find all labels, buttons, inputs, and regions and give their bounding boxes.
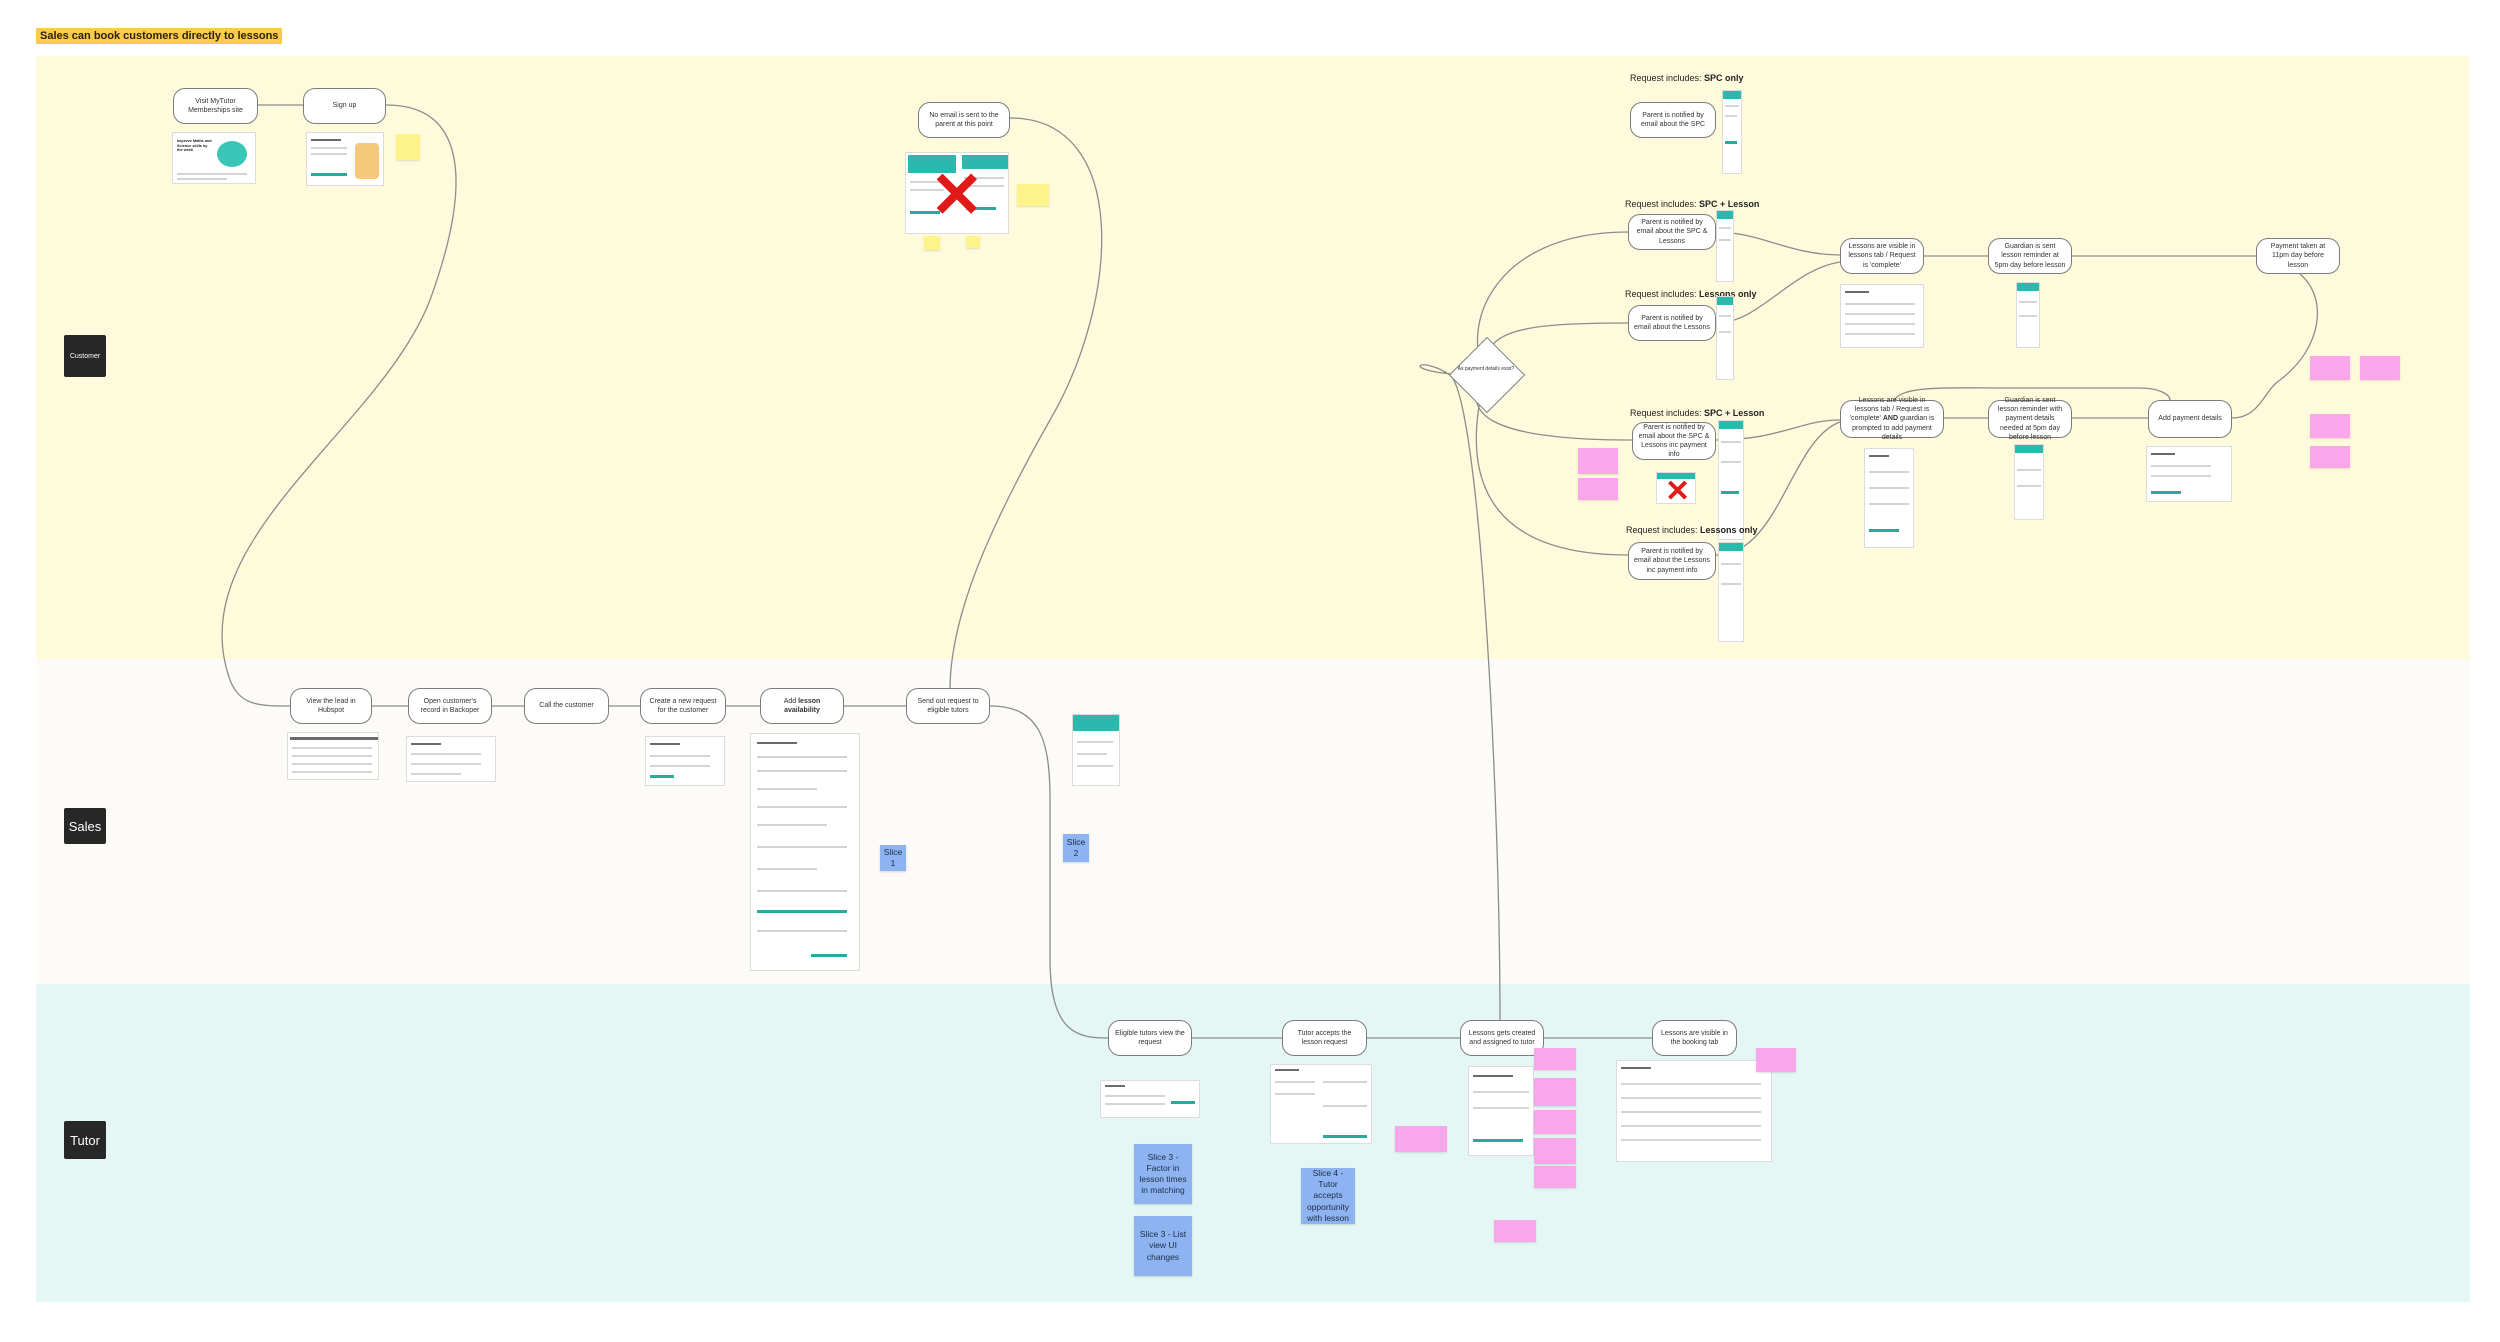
hubspot-screenshot (287, 732, 379, 780)
view-request-node[interactable]: Eligible tutors view the request (1108, 1020, 1192, 1056)
view-lead-node[interactable]: View the lead in Hubspot (290, 688, 372, 724)
payment-reminder-screenshot (2014, 444, 2044, 520)
lessons-visible-prompt-node[interactable]: Lessons are visible in lessons tab / Req… (1840, 397, 1944, 441)
guardian-reminder-node[interactable]: Guardian is sent lesson reminder at 5pm … (1988, 238, 2072, 274)
lessons-created-node[interactable]: Lessons gets created and assigned to tut… (1460, 1020, 1544, 1056)
add-payment-screenshot (2146, 446, 2232, 502)
create-request-screenshot (645, 736, 725, 786)
lane-label-customer: Customer (64, 335, 106, 377)
booking-tab-screenshot (1616, 1060, 1772, 1162)
lessons-note-sticky-1 (1534, 1048, 1576, 1070)
lessons-created-screenshot (1468, 1066, 1534, 1156)
slice-3a-card: Slice 3 - Factor in lesson times in matc… (1134, 1144, 1192, 1204)
request-spc-lesson-label-2: Request includes: SPC + Lesson (1630, 408, 1765, 418)
board-title: Sales can book customers directly to les… (36, 28, 283, 44)
landing-headline: Improve Maths and Science skills by the … (177, 139, 212, 153)
lessons-pay-email-screenshot (1718, 542, 1744, 642)
payment-taken-sticky-3 (2310, 414, 2350, 438)
spc-email-screenshot (1722, 90, 1742, 174)
slice-2-card: Slice 2 (1063, 834, 1089, 862)
guardian-payment-needed-node[interactable]: Guardian is sent lesson reminder with pa… (1988, 397, 2072, 441)
notify-spc-node[interactable]: Parent is notified by email about the SP… (1630, 102, 1716, 138)
reminder-email-screenshot (2016, 282, 2040, 348)
payment-taken-sticky-4 (2310, 446, 2350, 468)
lessons-note-sticky-4 (1534, 1138, 1576, 1164)
lessons-email-screenshot (1716, 296, 1734, 380)
lessons-note-sticky-6 (1494, 1220, 1536, 1242)
call-customer-node[interactable]: Call the customer (524, 688, 609, 724)
signup-note-sticky (396, 134, 420, 160)
notify-lessons-node[interactable]: Parent is notified by email about the Le… (1628, 305, 1716, 341)
payment-decision-text: As payment details exist? (1457, 366, 1515, 372)
payment-taken-sticky-2 (2360, 356, 2400, 380)
lessons-note-sticky-3 (1534, 1110, 1576, 1134)
visit-site-node[interactable]: Visit MyTutor Memberships site (173, 88, 258, 124)
tutor-accept-screenshot (1270, 1064, 1372, 1144)
request-lessons-only-label-2: Request includes: Lessons only (1626, 525, 1758, 535)
payment-note-sticky-1 (1578, 448, 1618, 474)
lane-label-tutor: Tutor (64, 1121, 106, 1159)
request-spc-only-label: Request includes: SPC only (1630, 73, 1744, 83)
open-record-node[interactable]: Open customer's record in Backoper (408, 688, 492, 724)
payment-taken-sticky-1 (2310, 356, 2350, 380)
notify-spc-lessons-node[interactable]: Parent is notified by email about the SP… (1628, 214, 1716, 250)
email-note-sticky-1 (1017, 184, 1049, 206)
lane-label-sales: Sales (64, 808, 106, 844)
rejected-cross-icon: ✕ (930, 159, 984, 231)
backoper-record-screenshot (406, 736, 496, 782)
spc-lessons-pay-email-screenshot (1718, 420, 1744, 540)
availability-form-screenshot (750, 733, 860, 971)
add-payment-node[interactable]: Add payment details (2148, 400, 2232, 438)
notify-spc-lessons-pay-node[interactable]: Parent is notified by email about the SP… (1632, 422, 1716, 460)
send-request-node[interactable]: Send out request to eligible tutors (906, 688, 990, 724)
booking-note-sticky (1756, 1048, 1796, 1072)
sign-up-node[interactable]: Sign up (303, 88, 386, 124)
spc-pay-mockup-screenshot: ✕ (1656, 472, 1696, 504)
lessons-note-sticky-5 (1534, 1166, 1576, 1188)
customer-swimlane (36, 56, 2470, 659)
spc-lessons-email-screenshot (1716, 210, 1734, 282)
slice-1-card: Slice 1 (880, 845, 906, 871)
add-availability-node[interactable]: Add lesson availability (760, 688, 844, 724)
create-request-node[interactable]: Create a new request for the customer (640, 688, 726, 724)
email-note-sticky-2 (924, 236, 940, 250)
lessons-note-sticky-2 (1534, 1078, 1576, 1106)
request-lessons-only-label-1: Request includes: Lessons only (1625, 289, 1757, 299)
rejected-cross-icon-2: ✕ (1665, 475, 1691, 504)
lessons-prompt-screenshot (1864, 448, 1914, 548)
slice-4-card: Slice 4 - Tutor accepts opportunity with… (1301, 1168, 1355, 1224)
lessons-tab-screenshot (1840, 284, 1924, 348)
lessons-visible-node[interactable]: Lessons are visible in lessons tab / Req… (1840, 238, 1924, 274)
slice-3b-card: Slice 3 - List view UI changes (1134, 1216, 1192, 1276)
payment-taken-node[interactable]: Payment taken at 11pm day before lesson (2256, 238, 2340, 274)
email-mockup-screenshot: ✕ (905, 152, 1009, 234)
signup-page-screenshot (306, 132, 384, 186)
tutor-request-list-screenshot (1100, 1080, 1200, 1118)
lessons-booking-node[interactable]: Lessons are visible in the booking tab (1652, 1020, 1737, 1056)
email-note-sticky-3 (966, 236, 980, 248)
payment-note-sticky-2 (1578, 478, 1618, 500)
send-request-screenshot (1072, 714, 1120, 786)
request-spc-lesson-label-1: Request includes: SPC + Lesson (1625, 199, 1760, 209)
notify-lessons-pay-node[interactable]: Parent is notified by email about the Le… (1628, 542, 1716, 580)
accept-request-node[interactable]: Tutor accepts the lesson request (1282, 1020, 1367, 1056)
tutor-swimlane (36, 984, 2470, 1302)
no-email-node[interactable]: No email is sent to the parent at this p… (918, 102, 1010, 138)
landing-page-screenshot: Improve Maths and Science skills by the … (172, 132, 256, 184)
tutor-note-sticky-1 (1395, 1126, 1447, 1152)
